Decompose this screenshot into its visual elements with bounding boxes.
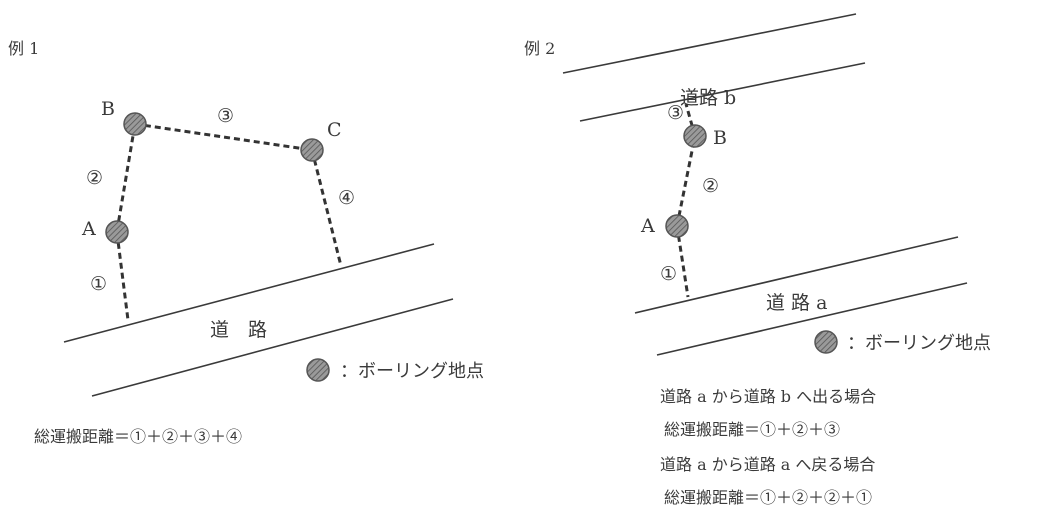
example1-segment-4-line bbox=[310, 149, 343, 267]
example2-segment-2-line bbox=[675, 135, 697, 227]
example1-road-upper-edge bbox=[63, 243, 435, 343]
example2-road-b-lower-edge bbox=[579, 62, 866, 122]
example2-segment-3-label: ③ bbox=[667, 102, 684, 124]
example1-segment-1-line bbox=[115, 232, 130, 321]
example1-point-a-label: A bbox=[81, 218, 96, 240]
example2-road-b-label: 道路 b bbox=[680, 87, 736, 109]
example1-boring-point-a bbox=[105, 220, 129, 244]
example1-segment-1-label: ① bbox=[90, 273, 107, 295]
example2-case2-title: 道路 a から道路 a へ戻る場合 bbox=[660, 455, 875, 474]
example1-segment-3-line bbox=[134, 122, 313, 152]
example2-legend-point bbox=[814, 330, 838, 354]
example1-panel: 例 1 道 路 A B C ① ② ③ ④ ：ボーリング地点 総運搬距離＝①＋②… bbox=[8, 39, 484, 446]
example1-legend-text: ：ボーリング地点 bbox=[340, 361, 484, 382]
example1-point-b-label: B bbox=[101, 98, 115, 120]
example1-formula: 総運搬距離＝①＋②＋③＋④ bbox=[34, 427, 242, 446]
example2-panel: 例 2 道路 b 道 路 a A B ① ② ③ ：ボーリング地点 道路 a か… bbox=[524, 13, 991, 507]
example2-boring-point-b bbox=[683, 124, 707, 148]
example1-road-label: 道 路 bbox=[210, 319, 267, 341]
example2-boring-point-a bbox=[665, 214, 689, 238]
example1-segment-4-label: ④ bbox=[338, 187, 355, 209]
example1-point-c-label: C bbox=[327, 119, 342, 141]
example2-segment-1-label: ① bbox=[660, 263, 677, 285]
example1-boring-point-c bbox=[300, 138, 324, 162]
example2-road-a-label: 道 路 a bbox=[766, 292, 827, 314]
example1-label: 例 1 bbox=[8, 39, 39, 58]
example1-road-lower-edge bbox=[91, 298, 454, 397]
example2-point-b-label: B bbox=[713, 127, 727, 149]
example2-case2-formula: 総運搬距離＝①＋②＋②＋① bbox=[664, 488, 872, 507]
example2-case1-formula: 総運搬距離＝①＋②＋③ bbox=[664, 420, 840, 439]
example2-segment-2-label: ② bbox=[702, 175, 719, 197]
example2-label: 例 2 bbox=[524, 39, 555, 58]
example2-road-b-upper-edge bbox=[562, 13, 857, 74]
example1-boring-point-b bbox=[123, 112, 147, 136]
example2-point-a-label: A bbox=[640, 215, 655, 237]
example1-legend-point bbox=[306, 358, 330, 382]
example2-legend-text: ：ボーリング地点 bbox=[847, 333, 991, 354]
example1-segment-2-label: ② bbox=[86, 167, 103, 189]
example2-segment-1-line bbox=[675, 225, 690, 298]
example2-road-a-upper-edge bbox=[634, 236, 959, 314]
example1-segment-2-line bbox=[115, 123, 137, 232]
example1-segment-3-label: ③ bbox=[217, 105, 234, 127]
example2-case1-title: 道路 a から道路 b へ出る場合 bbox=[660, 387, 876, 406]
example2-road-a-lower-edge bbox=[656, 282, 968, 356]
